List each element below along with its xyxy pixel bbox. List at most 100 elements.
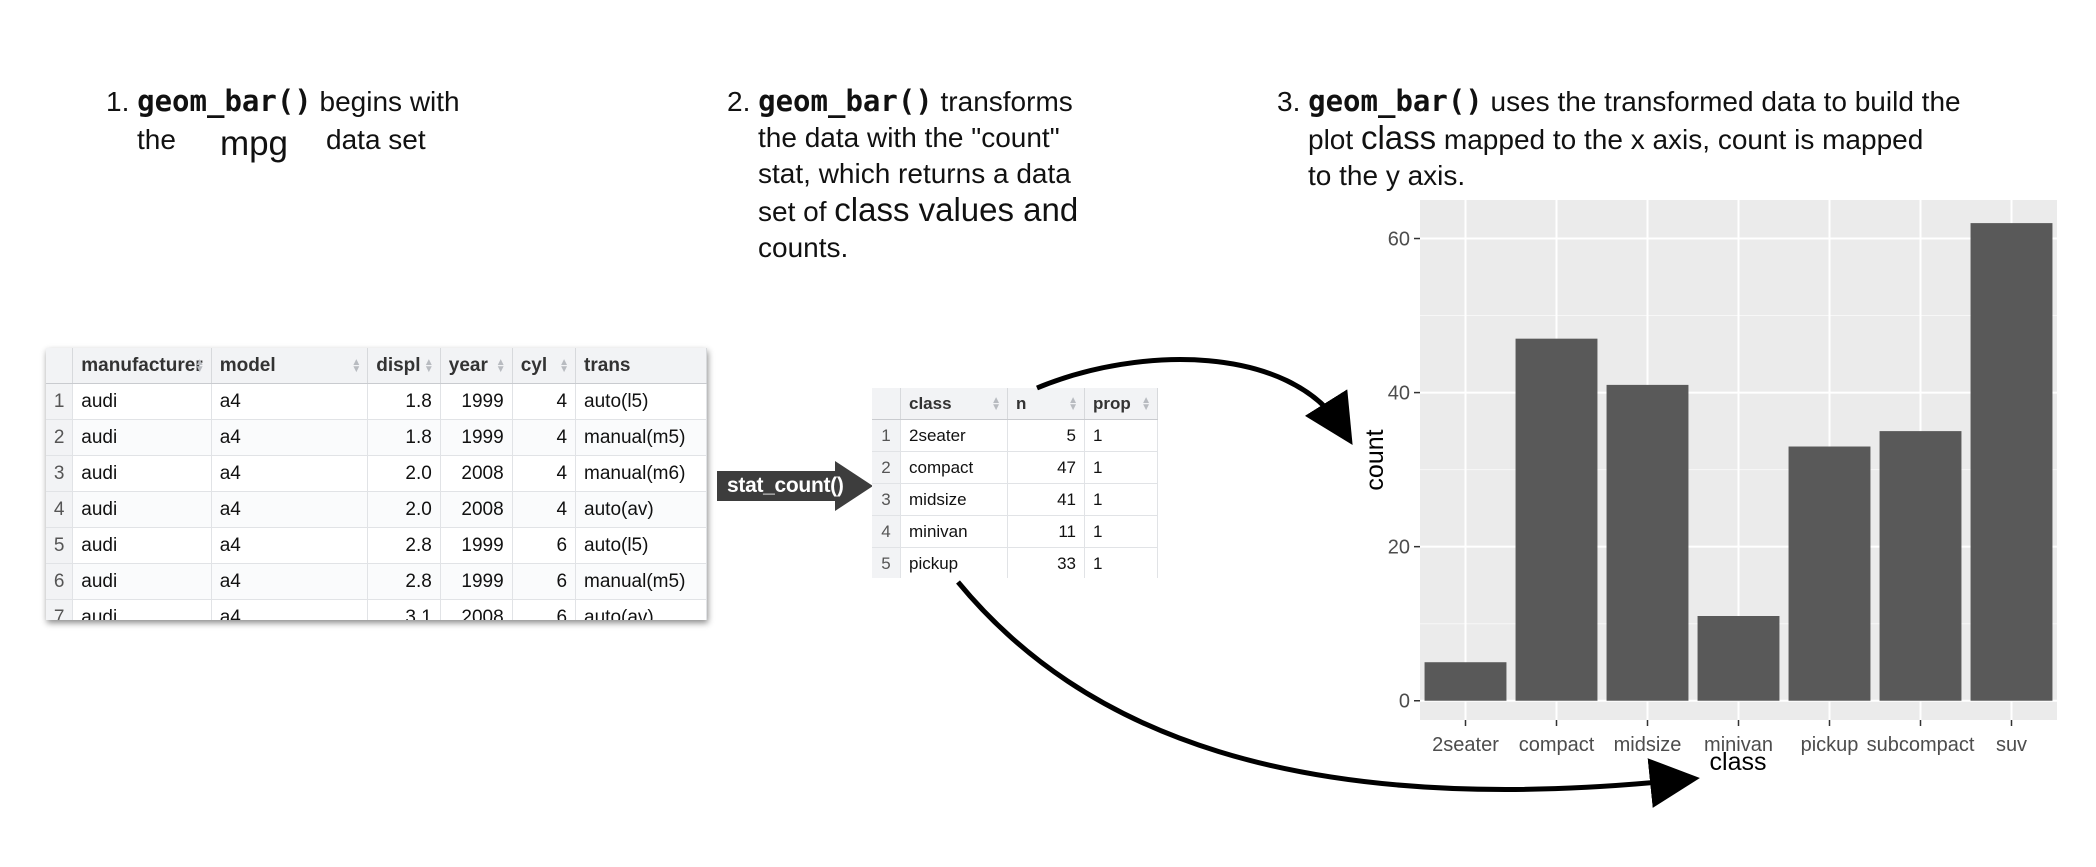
mpg-cell: 2.0 <box>367 455 441 492</box>
mpg-cell: 2.0 <box>367 491 441 528</box>
bar-pickup <box>1788 446 1871 701</box>
mpg-cell: 4 <box>512 383 577 420</box>
count-cell: 1 <box>1084 451 1158 484</box>
mpg-cell: 2008 <box>440 455 513 492</box>
count-col-index <box>872 388 901 420</box>
x-tick-label: 2seater <box>1432 734 1499 756</box>
step-3-text-3: class <box>1360 119 1437 156</box>
count-cell: 2 <box>872 451 901 484</box>
count-col-class[interactable]: class▲▼ <box>900 388 1008 420</box>
step-1-function: geom_bar() <box>137 84 312 118</box>
mpg-cell: a4 <box>211 563 369 600</box>
mpg-cell: 5 <box>46 527 74 564</box>
mpg-cell: 7 <box>46 599 74 620</box>
bar-compact <box>1515 338 1598 701</box>
x-tick-label: minivan <box>1704 734 1773 756</box>
step-2-number: 2. <box>727 86 751 117</box>
y-tick-label: 60 <box>1388 229 1410 251</box>
count-cell: 1 <box>872 419 901 452</box>
mpg-cell: a4 <box>211 455 369 492</box>
mpg-cell: 2008 <box>440 599 513 620</box>
mpg-cell: auto(l5) <box>575 383 707 420</box>
x-axis-title: class <box>1710 748 1767 776</box>
step-2-text-6: counts. <box>758 232 849 263</box>
step-2-text-4: set of <box>758 196 827 227</box>
count-cell: midsize <box>900 483 1008 516</box>
mpg-cell: 3 <box>46 455 74 492</box>
sort-arrows-icon: ▲▼ <box>423 356 434 375</box>
bar-subcompact <box>1879 431 1962 701</box>
bar-2seater <box>1424 662 1507 701</box>
count-cell: 1 <box>1084 515 1158 548</box>
mpg-cell: a4 <box>211 491 369 528</box>
mpg-col-manufacturer[interactable]: manufacturer▲▼ <box>72 348 212 384</box>
mpg-col-index <box>46 348 74 384</box>
count-col-n[interactable]: n▲▼ <box>1007 388 1085 420</box>
mpg-col-displ[interactable]: displ▲▼ <box>367 348 441 384</box>
arrow-to-count-axis <box>1036 357 1353 445</box>
x-tick-label: midsize <box>1614 734 1682 756</box>
mpg-cell: a4 <box>211 599 369 620</box>
mpg-cell: manual(m6) <box>575 455 707 492</box>
bar-suv <box>1970 223 2053 701</box>
x-tick-label: subcompact <box>1867 734 1975 756</box>
mpg-col-cyl[interactable]: cyl▲▼ <box>512 348 577 384</box>
stat-count-label: stat_count() <box>727 474 844 497</box>
mpg-col-model[interactable]: model▲▼ <box>211 348 369 384</box>
step-1-dataset-name: mpg <box>219 124 289 163</box>
step-3-text-2: plot <box>1308 124 1354 155</box>
mpg-cell: a4 <box>211 383 369 420</box>
mpg-cell: a4 <box>211 419 369 456</box>
count-cell: compact <box>900 451 1008 484</box>
arrow-to-class-axis <box>956 580 1700 808</box>
mpg-col-trans[interactable]: trans <box>575 348 707 384</box>
sort-arrows-icon: ▲▼ <box>351 356 362 375</box>
count-col-prop[interactable]: prop▲▼ <box>1084 388 1158 420</box>
y-tick-label: 20 <box>1388 537 1410 559</box>
mpg-cell: 4 <box>512 491 577 528</box>
mpg-cell: 1999 <box>440 527 513 564</box>
mpg-cell: 2008 <box>440 491 513 528</box>
x-axis: 2seater compact midsize minivan pickup subcom… <box>1432 720 2027 756</box>
step-3-caption: 3. geom_bar() uses the transformed data … <box>1277 83 2037 194</box>
mpg-cell: audi <box>72 419 212 456</box>
sort-arrows-icon: ▲▼ <box>1141 394 1151 413</box>
mpg-cell: a4 <box>211 527 369 564</box>
mpg-cell: 6 <box>512 527 577 564</box>
x-tick-label: pickup <box>1801 734 1859 756</box>
mpg-cell: 6 <box>512 563 577 600</box>
count-cell: 47 <box>1007 451 1085 484</box>
step-2-text-5: class values and <box>834 191 1079 228</box>
count-cell: 5 <box>872 547 901 578</box>
mpg-table-header: manufacturer▲▼ model▲▼ displ▲▼ year▲▼ cy… <box>46 348 707 384</box>
count-cell: 5 <box>1007 419 1085 452</box>
mpg-cell: 3.1 <box>367 599 441 620</box>
count-cell: 41 <box>1007 483 1085 516</box>
mpg-cell: auto(av) <box>575 599 707 620</box>
bar-minivan <box>1697 616 1780 701</box>
mpg-cell: 6 <box>512 599 577 620</box>
step-2-text-2: the data with the "count" <box>758 122 1060 153</box>
count-cell: minivan <box>900 515 1008 548</box>
mpg-table: manufacturer▲▼ model▲▼ displ▲▼ year▲▼ cy… <box>46 348 707 620</box>
x-tick-label: compact <box>1519 734 1595 756</box>
mpg-cell: auto(av) <box>575 491 707 528</box>
bars <box>1424 223 2053 701</box>
mpg-cell: 1999 <box>440 419 513 456</box>
mpg-col-year[interactable]: year▲▼ <box>440 348 513 384</box>
